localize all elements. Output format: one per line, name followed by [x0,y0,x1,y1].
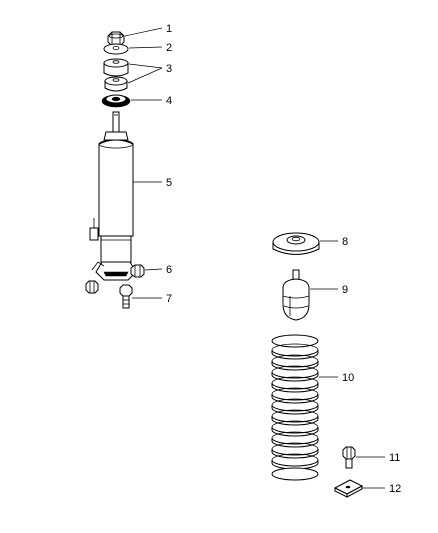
spring-coil-front [271,437,319,448]
spring-coil-front [271,382,319,393]
spring-coil-back [271,453,319,461]
callout-11: 11 [389,452,400,464]
top-nut-part [107,31,125,47]
callout-10: 10 [342,372,354,384]
callout-7: 7 [166,293,172,305]
callout-8: 8 [342,236,348,248]
spring-coil-front [271,393,319,404]
callout-5: 5 [166,177,172,189]
spring-coil-back [271,365,319,373]
callout-1: 1 [166,23,172,35]
spring-coil-bottom [271,467,319,481]
spring-coil-back [271,442,319,450]
spring-coil-back [271,376,319,384]
spring-isolator-part [272,232,320,255]
spring-coil-back [271,343,319,351]
shock-absorber-part [89,111,137,281]
mount-bolts-part [85,280,133,309]
lower-bushing-part [104,76,128,92]
callout-12: 12 [389,483,401,495]
spring-coil-front [271,404,319,415]
callout-4: 4 [166,95,172,107]
spring-coil-front [271,448,319,459]
spring-bolt-part [342,446,356,469]
spring-coil-back [271,431,319,439]
spring-coil-back [271,354,319,362]
spring-coil-front [271,349,319,360]
callout-2: 2 [166,42,172,54]
spring-coil-front [271,426,319,437]
callout-6: 6 [166,264,172,276]
spring-coil-front [271,415,319,426]
spring-coil-back [271,409,319,417]
spring-coil-back [271,387,319,395]
spring-coil-front [271,459,319,470]
spring-coil-front [271,371,319,382]
jounce-bumper-part [282,269,310,321]
callout-3: 3 [166,63,172,75]
spring-bracket-part [333,479,364,498]
mount-nut-part [130,264,145,278]
callout-labels: 1 2 3 4 5 6 7 8 9 10 11 12 [166,23,401,495]
washer-part [103,43,129,55]
spring-coil-back [271,420,319,428]
upper-bushing-part [103,58,129,77]
coil-spring-part [271,334,319,481]
spring-coil-back [271,398,319,406]
callout-9: 9 [342,284,348,296]
leader-lines [124,27,385,489]
spring-coil-front [271,360,319,371]
retainer-part [101,94,131,108]
